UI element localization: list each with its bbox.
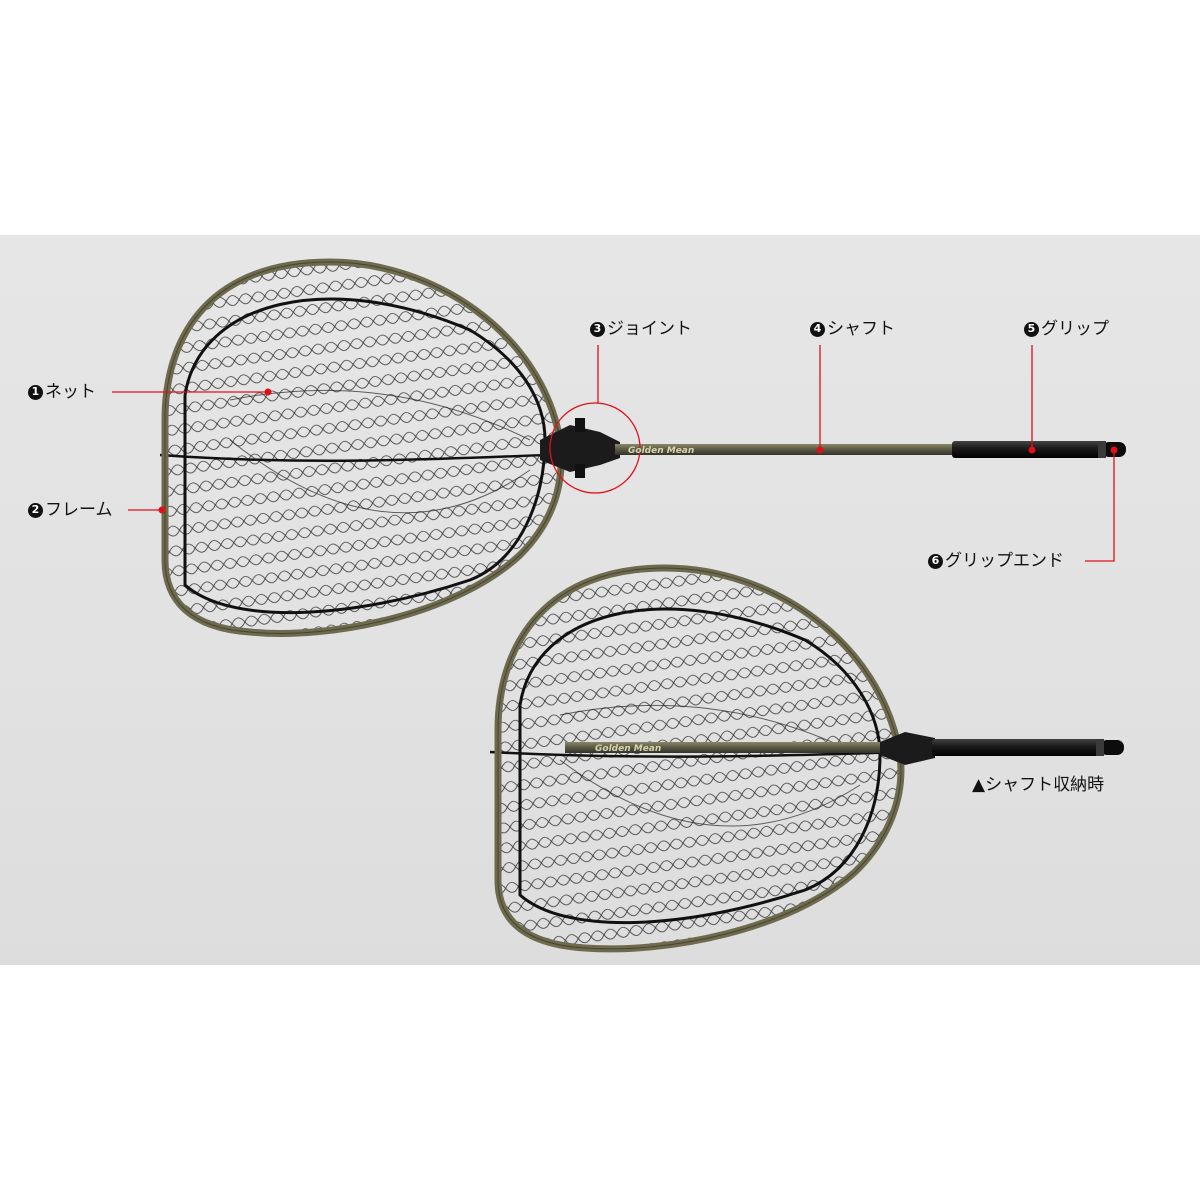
- label-grip-end: 6 グリップエンド: [928, 551, 1064, 571]
- leader-lines: [112, 345, 1115, 562]
- number-badge: 1: [28, 384, 43, 400]
- stored-shaft: [565, 742, 925, 753]
- label-text: フレーム: [45, 500, 113, 520]
- number-badge: 3: [590, 321, 605, 337]
- label-text: ジョイント: [607, 319, 692, 339]
- lower-landing-net: [489, 564, 1124, 953]
- brand-mark-lower: Golden Mean: [595, 744, 661, 754]
- label-shaft: 4 シャフト: [810, 319, 895, 339]
- label-grip: 5 グリップ: [1024, 319, 1109, 339]
- extended-shaft: [615, 444, 960, 455]
- number-badge: 2: [28, 502, 43, 518]
- label-text: ネット: [45, 382, 96, 402]
- label-joint: 3 ジョイント: [590, 319, 692, 339]
- joint-head: [540, 418, 620, 478]
- upper-landing-net: [159, 258, 1126, 637]
- number-badge: 6: [928, 553, 943, 569]
- label-net: 1 ネット: [28, 382, 96, 402]
- number-badge: 5: [1024, 321, 1039, 337]
- stored-caption: ▲シャフト収納時: [972, 775, 1105, 795]
- label-text: シャフト: [827, 319, 895, 339]
- label-text: グリップ: [1041, 319, 1109, 339]
- label-text: グリップエンド: [945, 551, 1064, 571]
- grip: [952, 441, 1104, 458]
- brand-mark-upper: Golden Mean: [628, 446, 694, 456]
- leader-dots: [158, 388, 1118, 514]
- label-frame: 2 フレーム: [28, 500, 113, 520]
- number-badge: 4: [810, 321, 825, 337]
